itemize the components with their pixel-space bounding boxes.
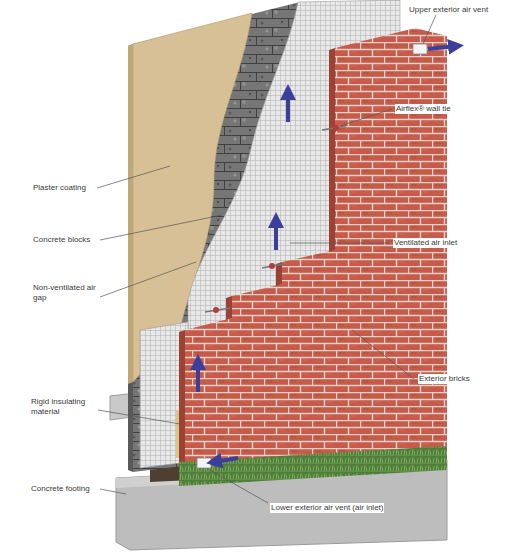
part-label: Ventilated air inlet (393, 238, 458, 248)
brick-edge (329, 48, 335, 252)
part-label: Non-ventilated air gap (32, 283, 100, 303)
part-label: Concrete footing (30, 484, 91, 494)
plaster-edge (128, 44, 133, 384)
part-label: Exterior bricks (418, 374, 471, 384)
leader-lines (97, 15, 436, 503)
part-label: Plaster coating (32, 183, 87, 193)
part-label: Rigid insulating material (30, 397, 98, 417)
lower-air-vent (197, 458, 211, 468)
part-label: Upper exterior air vent (408, 5, 489, 15)
airflow-arrow (214, 458, 238, 462)
part-label: Concrete blocks (32, 235, 91, 245)
grass (179, 446, 447, 486)
upper-air-vent (413, 44, 427, 54)
airflow-arrow (196, 362, 200, 392)
airflow-arrow (286, 92, 290, 122)
brick-edge (179, 330, 185, 480)
part-label: Lower exterior air vent (air inlet) (270, 503, 384, 513)
airflow-arrow (274, 220, 278, 250)
part-label: Airflex® wall tie (395, 104, 452, 114)
exterior-bricks (185, 28, 447, 478)
block-edge (128, 44, 133, 472)
wall-tie (322, 125, 346, 131)
wall-tie (205, 307, 230, 313)
airflow-arrow (428, 46, 456, 49)
wall-tie (262, 263, 284, 269)
